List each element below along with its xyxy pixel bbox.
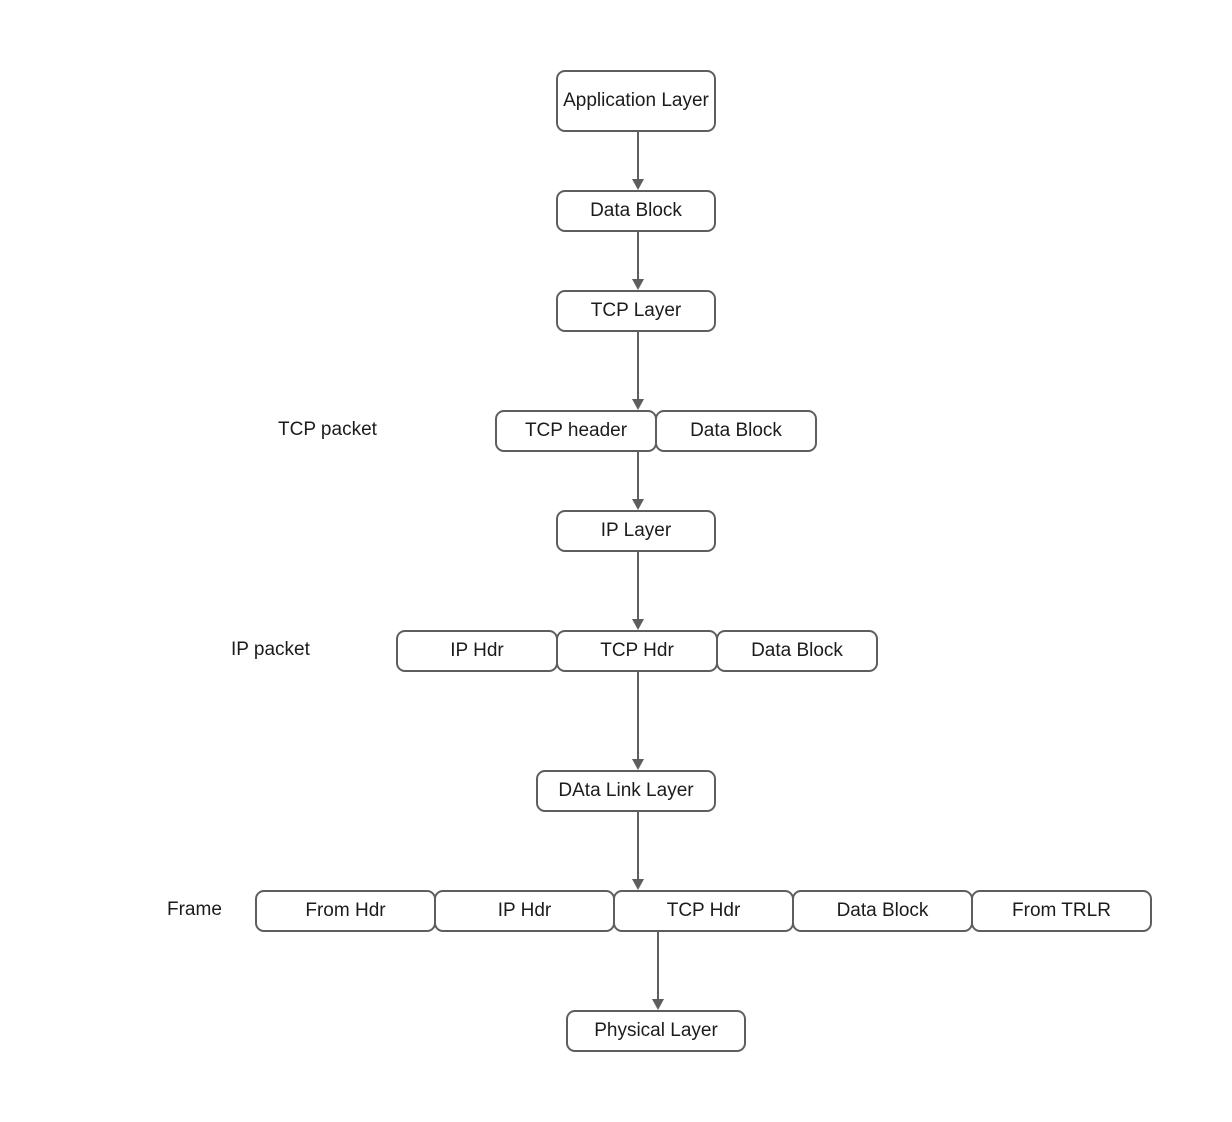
- arrow-application-layer-to-data-block: [632, 132, 644, 190]
- arrowhead-icon: [632, 179, 644, 190]
- arrow-frame-to-physical-layer: [652, 932, 664, 1010]
- packet-field-label: TCP header: [524, 420, 628, 441]
- packet-field-frame-from-hdr[interactable]: From Hdr: [255, 890, 436, 932]
- node-ip-layer[interactable]: IP Layer: [556, 510, 716, 552]
- arrowhead-icon: [632, 759, 644, 770]
- arrowhead-icon: [632, 619, 644, 630]
- node-label: Physical Layer: [594, 1020, 718, 1042]
- arrowhead-icon: [632, 879, 644, 890]
- packet-field-label: Data Block: [751, 640, 843, 661]
- packet-field-label: TCP Hdr: [666, 900, 741, 921]
- arrow-shaft: [637, 332, 639, 400]
- packet-field-frame-tcp-hdr[interactable]: TCP Hdr: [613, 890, 794, 932]
- packet-field-label: IP Hdr: [497, 900, 552, 921]
- packet-field-tcp-packet-data-block[interactable]: Data Block: [655, 410, 817, 452]
- packet-strip-frame: From Hdr IP Hdr TCP Hdr Data Block From TRLR: [255, 890, 1152, 932]
- arrow-tcp-layer-to-tcp-packet: [632, 332, 644, 410]
- node-data-link-layer[interactable]: DAta Link Layer: [536, 770, 716, 812]
- row-label-tcp-packet: TCP packet: [278, 419, 377, 440]
- node-label: DAta Link Layer: [558, 780, 694, 802]
- packet-field-label: TCP Hdr: [600, 640, 674, 661]
- packet-field-label: Data Block: [690, 420, 782, 441]
- arrowhead-icon: [632, 399, 644, 410]
- packet-field-frame-data-block[interactable]: Data Block: [792, 890, 973, 932]
- arrowhead-icon: [632, 499, 644, 510]
- arrowhead-icon: [652, 999, 664, 1010]
- row-label-frame: Frame: [167, 899, 222, 920]
- arrow-shaft: [637, 672, 639, 760]
- arrow-shaft: [637, 232, 639, 280]
- arrow-data-block-to-tcp-layer: [632, 232, 644, 290]
- packet-field-ip-packet-tcp-hdr[interactable]: TCP Hdr: [556, 630, 718, 672]
- node-label: Application Layer: [563, 90, 709, 112]
- arrow-shaft: [637, 552, 639, 620]
- arrow-ip-layer-to-ip-packet: [632, 552, 644, 630]
- node-label: TCP Layer: [590, 300, 682, 322]
- packet-field-ip-packet-data-block[interactable]: Data Block: [716, 630, 878, 672]
- node-application-layer[interactable]: Application Layer: [556, 70, 716, 132]
- packet-field-label: From TRLR: [1012, 900, 1111, 921]
- packet-strip-tcp-packet: TCP header Data Block: [495, 410, 817, 452]
- arrow-shaft: [637, 812, 639, 880]
- packet-field-frame-ip-hdr[interactable]: IP Hdr: [434, 890, 615, 932]
- packet-field-frame-from-trlr[interactable]: From TRLR: [971, 890, 1152, 932]
- packet-field-label: IP Hdr: [450, 640, 504, 661]
- node-physical-layer[interactable]: Physical Layer: [566, 1010, 746, 1052]
- packet-field-ip-packet-ip-hdr[interactable]: IP Hdr: [396, 630, 558, 672]
- arrow-shaft: [637, 452, 639, 500]
- arrowhead-icon: [632, 279, 644, 290]
- node-label: Data Block: [590, 200, 682, 222]
- row-label-ip-packet: IP packet: [231, 639, 310, 660]
- arrow-shaft: [637, 132, 639, 180]
- node-tcp-layer[interactable]: TCP Layer: [556, 290, 716, 332]
- packet-field-label: From Hdr: [305, 900, 386, 921]
- arrow-ip-packet-to-data-link-layer: [632, 672, 644, 770]
- node-label: IP Layer: [600, 520, 672, 542]
- arrow-shaft: [657, 932, 659, 1000]
- arrow-data-link-layer-to-frame: [632, 812, 644, 890]
- packet-field-tcp-packet-tcp-header[interactable]: TCP header: [495, 410, 657, 452]
- packet-strip-ip-packet: IP Hdr TCP Hdr Data Block: [396, 630, 878, 672]
- arrow-tcp-packet-to-ip-layer: [632, 452, 644, 510]
- node-data-block[interactable]: Data Block: [556, 190, 716, 232]
- packet-field-label: Data Block: [836, 900, 929, 921]
